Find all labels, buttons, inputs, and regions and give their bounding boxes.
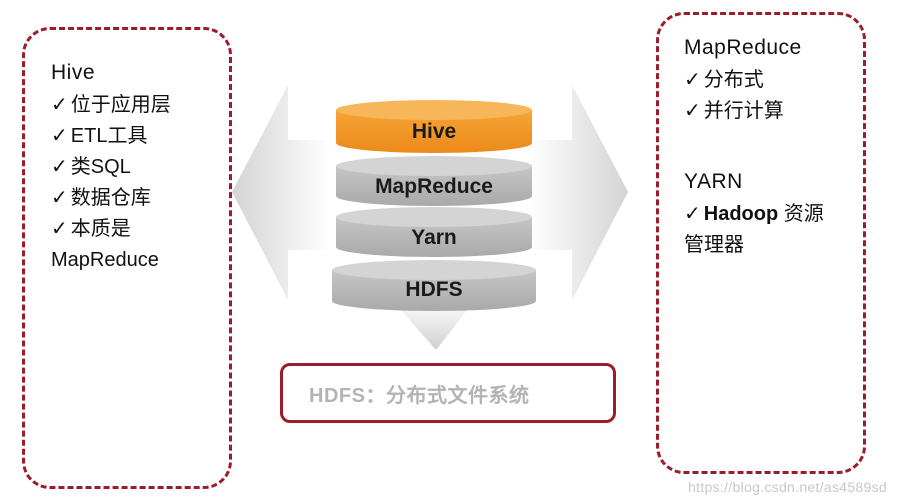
yarn-layer-label: Yarn: [411, 226, 457, 249]
hive-layer: Hive: [336, 100, 532, 153]
right-arrow-shape: [528, 85, 628, 300]
hive-panel-title: Hive: [51, 61, 96, 84]
down-arrow-shape: [392, 300, 475, 350]
hive-item-sql: ✓类SQL: [51, 156, 131, 178]
check-icon: ✓: [51, 187, 68, 209]
mapreduce-panel-title: MapReduce: [684, 36, 802, 59]
mapreduce-item-distributed: ✓分布式: [684, 69, 764, 91]
yarn-layer: Yarn: [336, 207, 532, 257]
hdfs-caption: HDFS：分布式文件系统: [309, 384, 530, 407]
yarn-item-resource: ✓Hadoop 资源: [684, 203, 824, 225]
check-icon: ✓: [51, 94, 68, 116]
hive-info-panel: Hive ✓位于应用层 ✓ETL工具 ✓类SQL ✓数据仓库 ✓本质是 MapR…: [22, 27, 232, 489]
yarn-item-resource-continuation: 管理器: [684, 234, 744, 256]
check-icon: ✓: [51, 156, 68, 178]
mapreduce-layer: MapReduce: [336, 156, 532, 206]
hdfs-layer: HDFS: [332, 260, 536, 311]
hive-item-app-layer: ✓位于应用层: [51, 94, 171, 116]
hdfs-layer-label: HDFS: [405, 278, 462, 301]
watermark: https://blog.csdn.net/as4589sd: [688, 479, 887, 495]
check-icon: ✓: [51, 125, 68, 147]
hive-item-essence: ✓本质是: [51, 218, 131, 240]
hive-layer-label: Hive: [412, 120, 456, 143]
hdfs-caption-box: HDFS：分布式文件系统: [280, 363, 616, 423]
check-icon: ✓: [684, 203, 701, 225]
hive-item-warehouse: ✓数据仓库: [51, 187, 151, 209]
check-icon: ✓: [51, 218, 68, 240]
hive-item-essence-continuation: MapReduce: [51, 249, 159, 271]
check-icon: ✓: [684, 69, 701, 91]
left-arrow-shape: [232, 85, 332, 300]
check-icon: ✓: [684, 100, 701, 122]
mapreduce-item-parallel: ✓并行计算: [684, 100, 784, 122]
hive-item-etl: ✓ETL工具: [51, 125, 148, 147]
mapreduce-yarn-panel: MapReduce ✓分布式 ✓并行计算 YARN ✓Hadoop 资源 管理器: [656, 12, 866, 474]
mapreduce-layer-label: MapReduce: [375, 175, 493, 198]
yarn-panel-title: YARN: [684, 170, 743, 193]
